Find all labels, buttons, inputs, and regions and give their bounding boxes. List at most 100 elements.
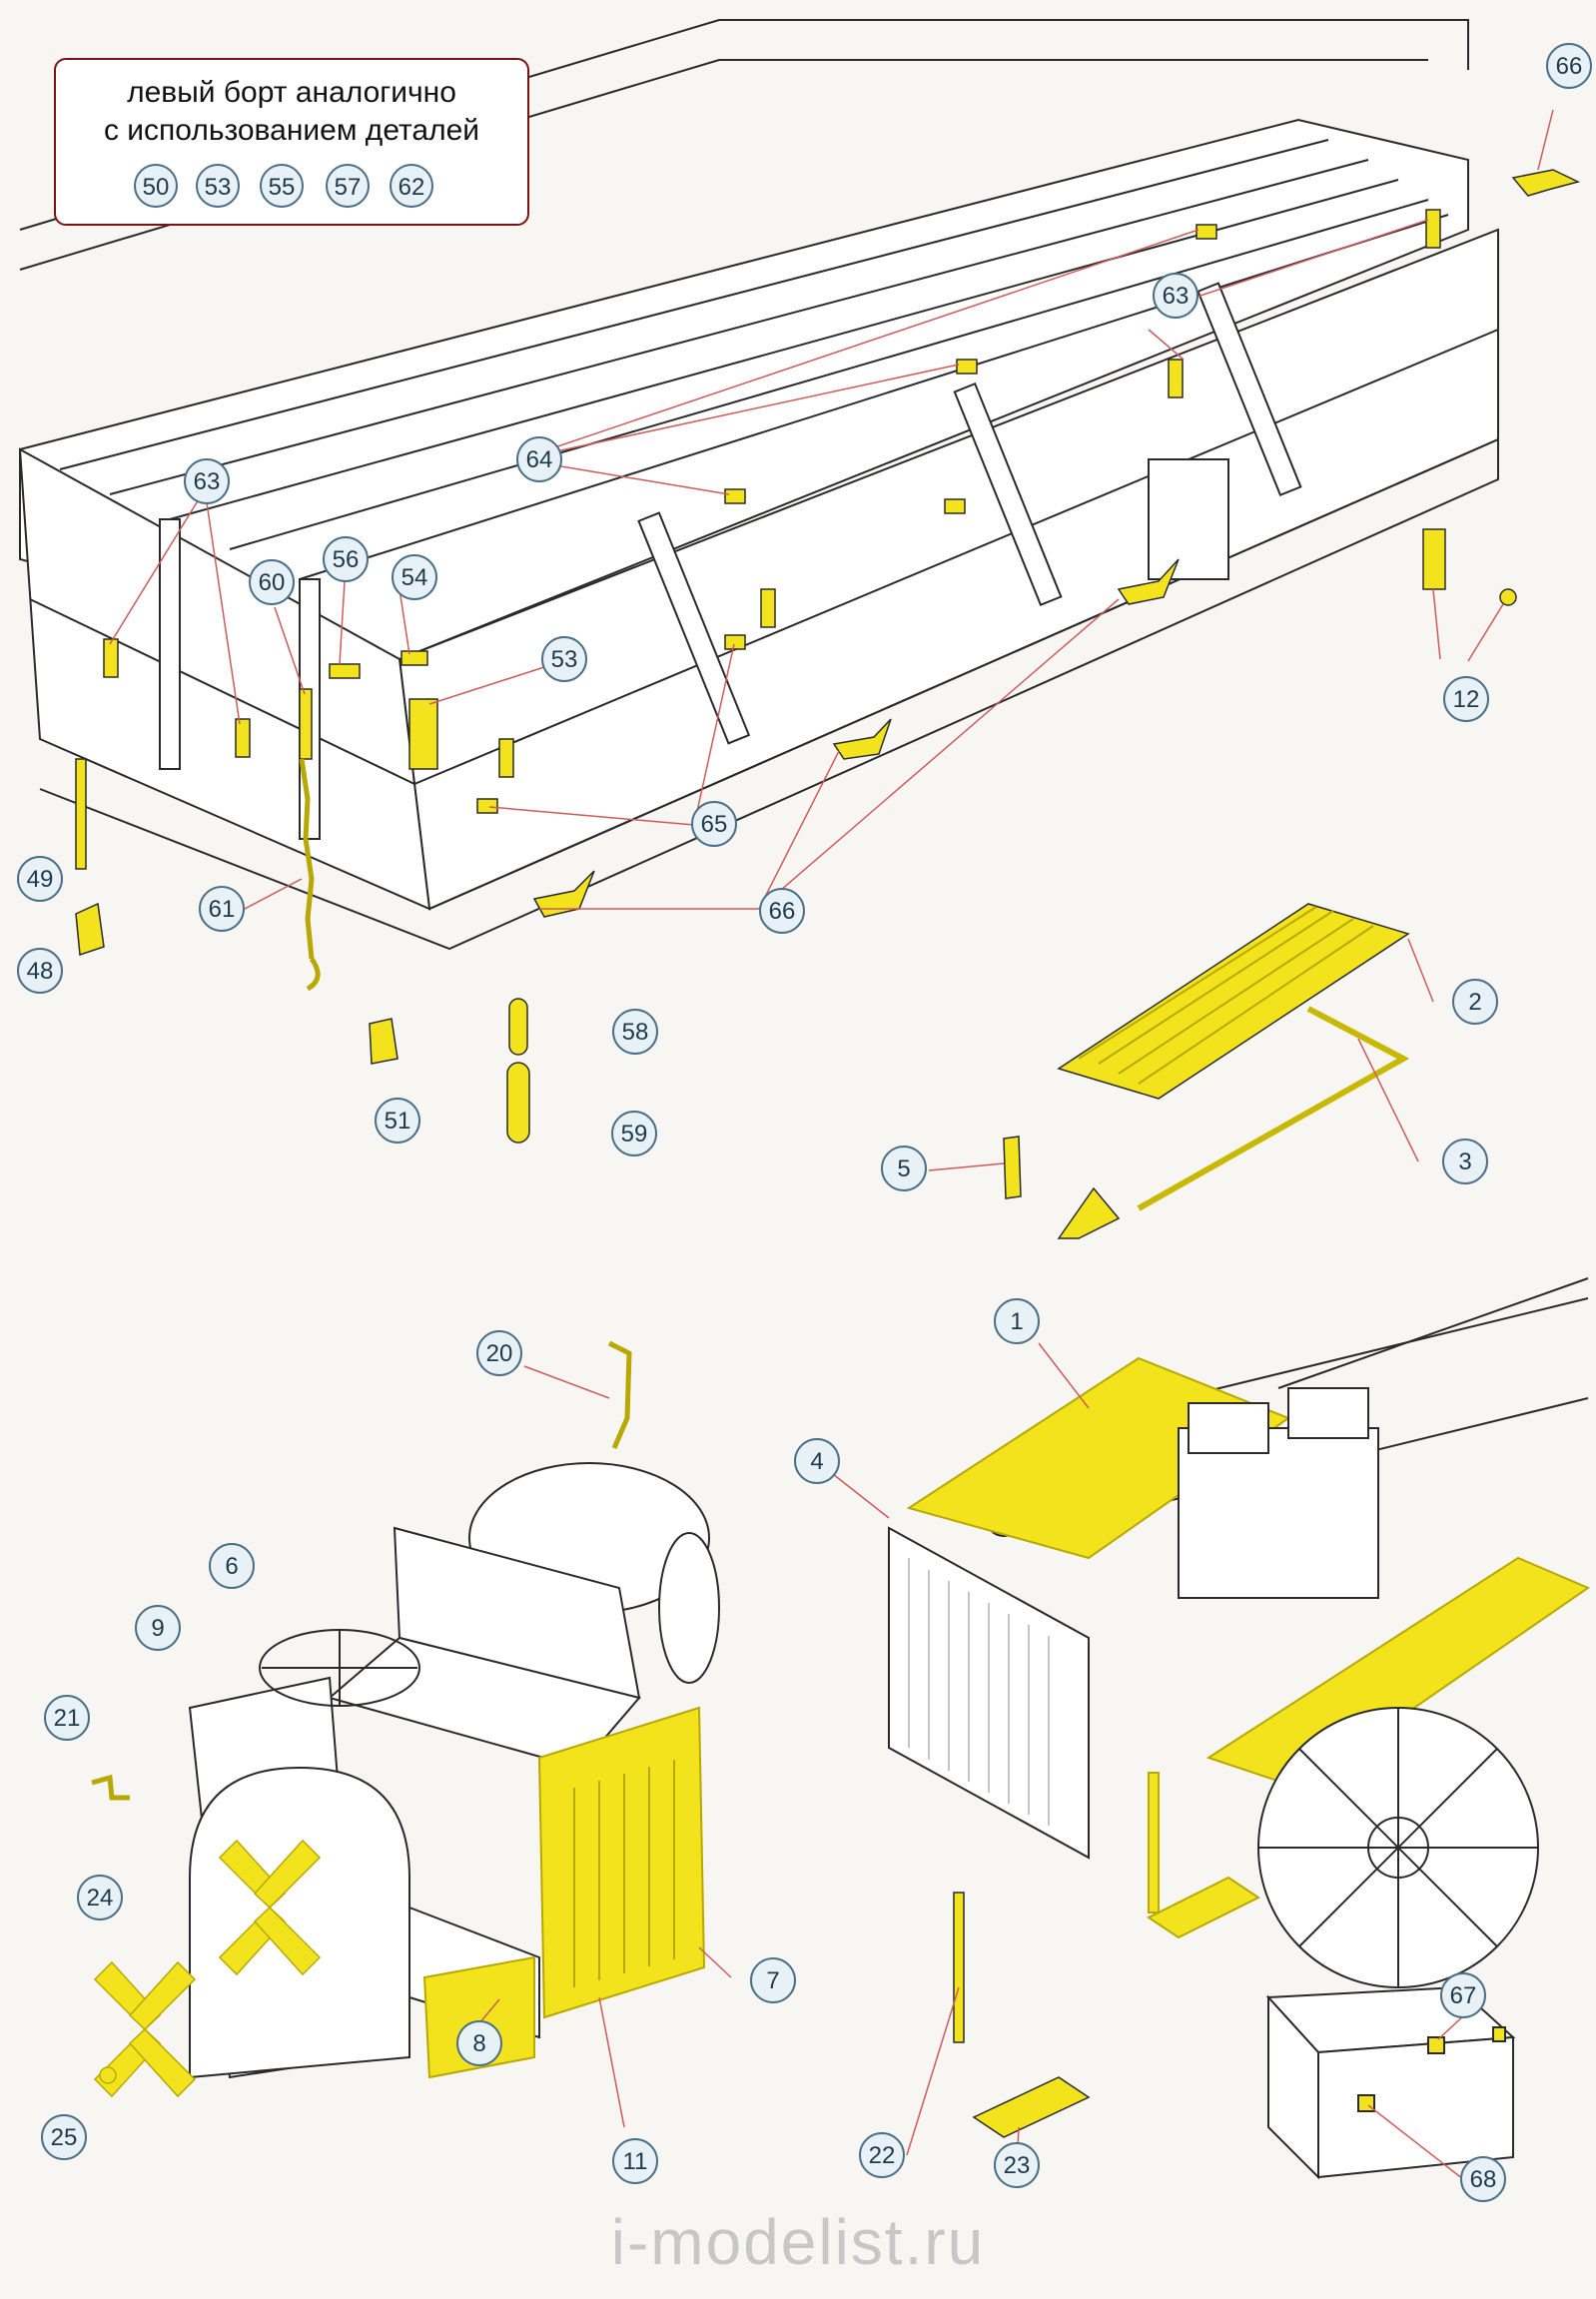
hook-66 <box>1511 169 1581 197</box>
callout-51: 51 <box>375 1098 420 1144</box>
callout-label: 11 <box>623 2148 648 2175</box>
support-bar-3 <box>1137 1006 1410 1211</box>
bracket-64 <box>956 359 978 375</box>
callout-68: 68 <box>1460 2156 1506 2202</box>
callout-ring <box>135 1605 181 1651</box>
latch-63 <box>235 718 251 758</box>
callout-label: 9 <box>151 1615 164 1642</box>
callout-label: 3 <box>1458 1149 1471 1175</box>
latch-63 <box>103 638 119 678</box>
callout-4: 4 <box>794 1438 840 1484</box>
note-line-1: левый борт аналогично <box>127 76 456 109</box>
callout-64: 64 <box>516 436 562 482</box>
callout-label: 67 <box>1450 1982 1477 2009</box>
callout-ring <box>77 1875 123 1920</box>
running-board-right <box>1205 1556 1591 1790</box>
callout-49: 49 <box>17 856 63 902</box>
callout-ring <box>611 1111 657 1156</box>
bracket-65 <box>944 498 966 514</box>
bracket-5-plate <box>1003 1136 1022 1199</box>
callout-ring <box>375 1098 420 1144</box>
callout-ring <box>249 559 295 605</box>
bed-front-stake <box>159 518 181 770</box>
bracket-65 <box>724 634 746 650</box>
bed-plank <box>169 179 1399 520</box>
bracket-5-gusset <box>1057 1186 1121 1239</box>
step-hanger <box>1148 1772 1160 1914</box>
ring-12 <box>1499 588 1517 606</box>
callout-ring <box>1546 43 1592 89</box>
callout-label: 25 <box>51 2124 78 2151</box>
callout-11: 11 <box>612 2138 658 2184</box>
side-panel-7 <box>537 1706 706 2019</box>
callout-24: 24 <box>77 1875 123 1920</box>
callout-ring <box>199 886 245 932</box>
toolbox-side <box>1317 2035 1514 2179</box>
latch-63 <box>760 588 776 628</box>
callout-ring <box>209 1543 255 1589</box>
callout-66: 66 <box>759 888 805 934</box>
callout-5: 5 <box>881 1146 927 1191</box>
tread-plate-2 <box>1057 903 1410 1100</box>
note-part-callout: 50 <box>134 164 178 208</box>
callout-label: 24 <box>87 1885 114 1912</box>
callout-label: 56 <box>333 546 360 573</box>
clip-21 <box>91 1774 130 1801</box>
note-part-callout: 57 <box>326 164 370 208</box>
note-box: левый борт аналогично с использованием д… <box>54 58 529 226</box>
callout-56: 56 <box>323 536 369 582</box>
truck-bed <box>18 19 1499 951</box>
note-part-callout: 55 <box>260 164 304 208</box>
callout-ring <box>759 888 805 934</box>
note-parts: 50 53 55 57 62 <box>56 162 527 212</box>
callout-ring <box>323 536 369 582</box>
callout-59: 59 <box>611 1111 657 1156</box>
callout-label: 7 <box>766 1967 779 1994</box>
engine-head <box>1188 1402 1269 1454</box>
step-plate <box>1147 1876 1260 1939</box>
bed-stake <box>637 511 751 745</box>
note-part-callout: 62 <box>390 164 433 208</box>
hook-66 <box>1117 558 1180 605</box>
plate-12 <box>1422 528 1446 590</box>
callout-ring <box>794 1438 840 1484</box>
callout-label: 68 <box>1470 2166 1497 2193</box>
plate-53 <box>408 698 438 770</box>
callout-1: 1 <box>994 1298 1040 1344</box>
callout-label: 6 <box>225 1553 238 1580</box>
callout-ring <box>691 801 737 847</box>
fan-parts <box>93 1839 322 2098</box>
step-plate-23 <box>972 2076 1091 2138</box>
callout-25: 25 <box>41 2114 87 2160</box>
bed-plank <box>59 139 1329 470</box>
callout-48: 48 <box>17 948 63 994</box>
link-59 <box>506 1062 530 1144</box>
callout-ring <box>476 1330 522 1376</box>
callout-ring <box>17 948 63 994</box>
callout-22: 22 <box>859 2132 905 2178</box>
callout-23: 23 <box>994 2142 1040 2188</box>
callout-label: 66 <box>1556 53 1583 80</box>
hook-66 <box>832 718 892 760</box>
step-hanger-22 <box>953 1892 965 2043</box>
callout-ring <box>184 458 230 504</box>
callout-label: 1 <box>1010 1308 1023 1335</box>
callout-ring <box>881 1146 927 1191</box>
cab-assembly <box>188 1462 720 2079</box>
callout-61: 61 <box>199 886 245 932</box>
tread-ribs <box>1078 906 1374 1085</box>
frame-rail <box>1178 1297 1589 1399</box>
step-parts <box>953 1892 1091 2138</box>
toolbox-latch <box>1492 2026 1506 2042</box>
strap-49 <box>75 758 87 870</box>
callout-ring <box>541 636 587 682</box>
callout-label: 22 <box>869 2142 896 2169</box>
fan-mounted-blade <box>253 1839 322 1910</box>
callout-label: 65 <box>701 811 728 838</box>
bed-plank <box>109 159 1369 495</box>
fan-24-blade <box>128 1960 197 2031</box>
fan-mounted-blade <box>253 1906 322 1976</box>
callout-3: 3 <box>1442 1139 1488 1184</box>
bed-plank <box>299 214 1449 580</box>
